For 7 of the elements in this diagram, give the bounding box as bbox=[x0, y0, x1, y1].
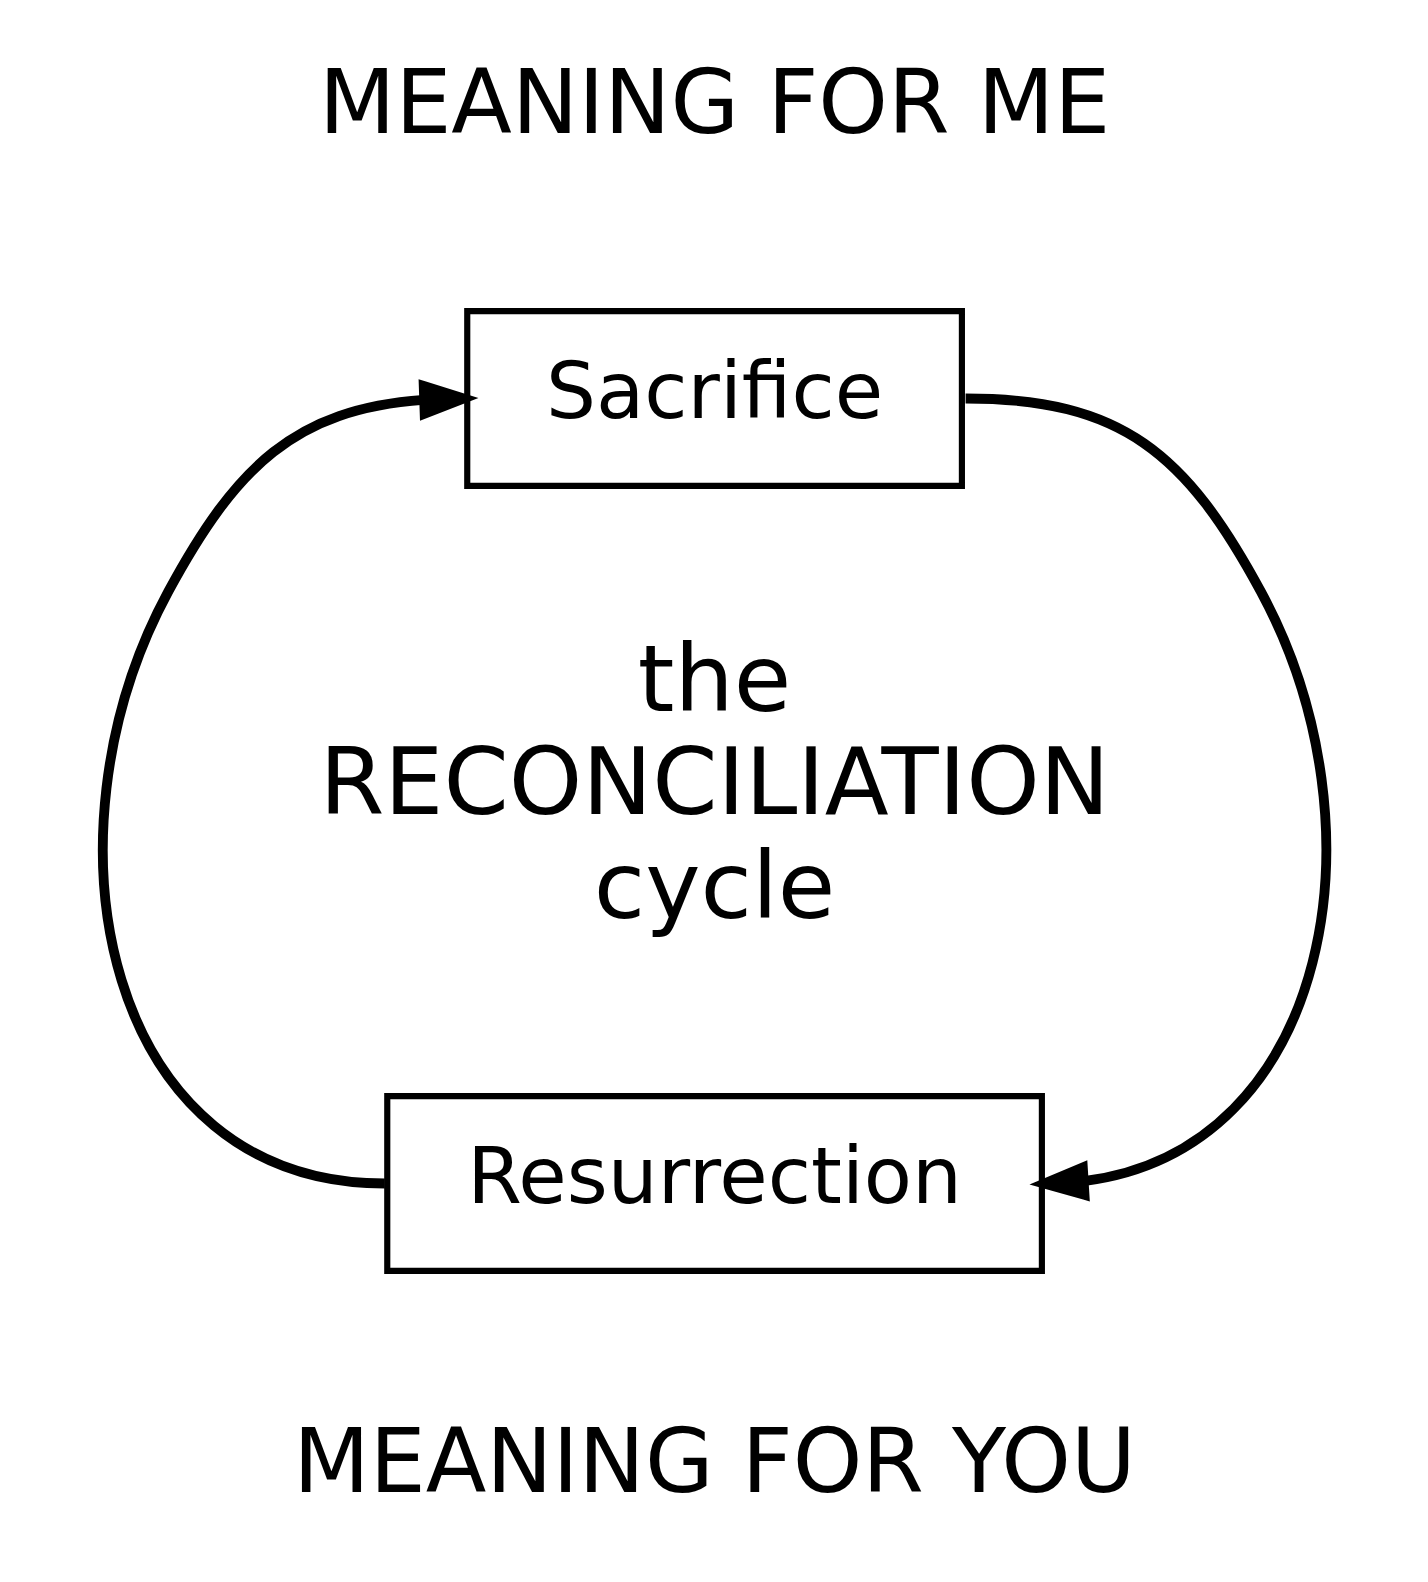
node-box: Sacrifice bbox=[463, 308, 965, 489]
arrow bbox=[964, 393, 1331, 1202]
label: the RECONCILIATION cycle bbox=[318, 623, 1110, 940]
arrow bbox=[97, 379, 478, 1189]
node-box: Resurrection bbox=[383, 1093, 1045, 1274]
label: MEANING FOR ME bbox=[318, 51, 1110, 155]
label: MEANING FOR YOU bbox=[292, 1409, 1136, 1513]
